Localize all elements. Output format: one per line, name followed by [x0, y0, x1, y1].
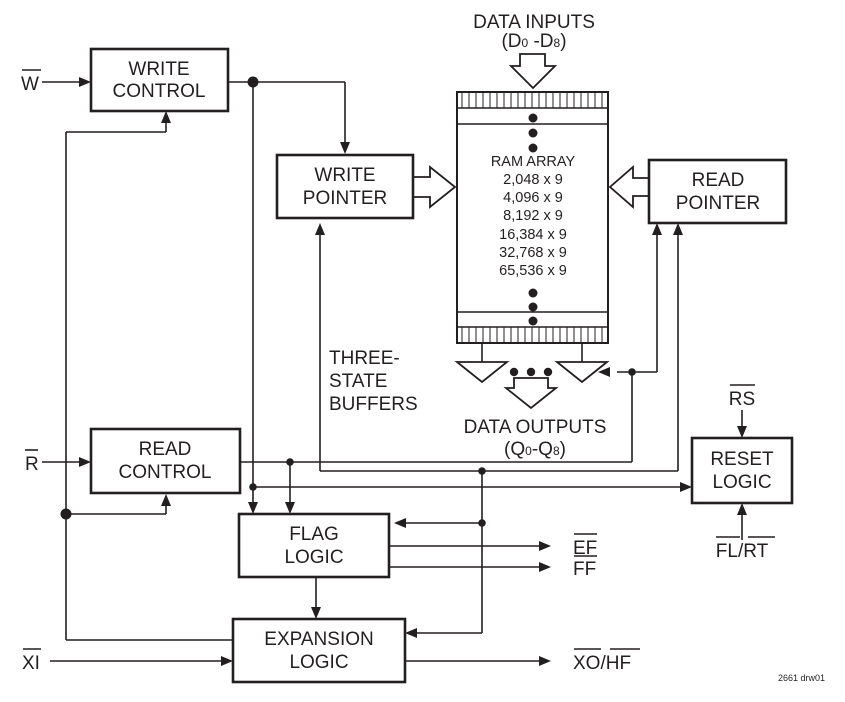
signal-ef: EF — [573, 533, 597, 559]
ram-array-block: RAM ARRAY 2,048 x 9 4,096 x 9 8,192 x 9 … — [456, 91, 609, 344]
flag-logic-label-2: LOGIC — [284, 547, 343, 568]
arrowheads — [79, 77, 747, 666]
bus-arrows — [412, 53, 650, 410]
ram-size-4096: 4,096 x 9 — [503, 190, 563, 206]
data-inputs-open: (D — [501, 31, 521, 52]
signal-ef-label: EF — [573, 538, 597, 559]
data-outputs-range: (Q0-Q8) — [504, 439, 566, 460]
signal-rs: RS — [729, 384, 755, 410]
data-inputs-label: DATA INPUTS (D0 -D8) — [473, 12, 595, 52]
three-state-line-1: THREE- — [329, 348, 400, 369]
data-inputs-mid: -D — [528, 31, 553, 52]
signal-rs-label: RS — [729, 389, 755, 410]
left-three-state-buffer — [454, 361, 510, 384]
data-inputs-sub-end: 8 — [554, 36, 561, 50]
data-outputs-sub-start: 0 — [525, 444, 532, 458]
signal-fl-rt: FL/RT — [716, 536, 775, 562]
write-pointer-label-2: POINTER — [303, 188, 387, 209]
data-inputs-close: ) — [560, 31, 566, 52]
data-input-bus-arrow — [508, 53, 558, 90]
read-pointer-label-2: POINTER — [676, 193, 760, 214]
signal-rt: RT — [743, 541, 768, 562]
data-outputs-close: ) — [560, 439, 566, 460]
signal-ff-label: FF — [573, 559, 596, 580]
expansion-logic-label-1: EXPANSION — [264, 629, 373, 650]
read-pointer-bus-arrow — [608, 165, 650, 209]
connection-lines — [42, 81, 743, 662]
data-output-bus-arrow — [503, 377, 559, 410]
three-state-line-2: STATE — [329, 371, 387, 392]
read-pointer-block: READ POINTER — [647, 158, 788, 225]
reset-logic-label-1: RESET — [710, 449, 774, 470]
signal-xo-hf-sep: / — [600, 653, 606, 674]
ram-bottom-cells — [461, 327, 603, 342]
data-inputs-sub-start: 0 — [522, 36, 529, 50]
flag-logic-label-1: FLAG — [289, 524, 339, 545]
data-outputs-open: (Q — [504, 439, 525, 460]
write-control-block: WRITE CONTROL — [89, 47, 230, 113]
signal-xo-hf: XO/HF — [573, 648, 640, 674]
data-outputs-mid: -Q — [532, 439, 553, 460]
data-outputs-sub-end: 8 — [553, 444, 560, 458]
signal-xi: XI — [22, 648, 41, 674]
flag-logic-block: FLAG LOGIC — [237, 512, 391, 579]
drawing-id: 2661 drw01 — [778, 673, 825, 683]
data-inputs-title: DATA INPUTS — [473, 12, 595, 33]
signal-xo: XO — [573, 653, 600, 674]
expansion-logic-label-2: LOGIC — [289, 652, 348, 673]
reset-logic-label-2: LOGIC — [712, 472, 771, 493]
signal-xo-hf-label: XO/HF — [573, 653, 631, 674]
right-three-state-buffer — [554, 361, 610, 384]
expansion-logic-block: EXPANSION LOGIC — [231, 617, 407, 684]
write-pointer-label-1: WRITE — [314, 165, 375, 186]
write-control-label-1: WRITE — [128, 59, 189, 80]
signal-w-label: W — [21, 74, 39, 95]
read-control-label-2: CONTROL — [119, 462, 212, 483]
ram-size-65536: 65,536 x 9 — [499, 263, 567, 279]
three-state-buffers-label: THREE- STATE BUFFERS — [329, 348, 418, 415]
ram-size-16384: 16,384 x 9 — [499, 227, 567, 243]
data-outputs-title: DATA OUTPUTS — [464, 417, 607, 438]
data-outputs-label: DATA OUTPUTS (Q0-Q8) — [464, 417, 607, 460]
data-inputs-range: (D0 -D8) — [501, 31, 566, 52]
signal-fl: FL — [716, 541, 738, 562]
ram-size-8192: 8,192 x 9 — [503, 208, 563, 224]
read-control-label-1: READ — [139, 439, 192, 460]
ram-size-32768: 32,768 x 9 — [499, 245, 567, 261]
signal-fl-rt-label: FL/RT — [716, 541, 769, 562]
ram-top-cells — [461, 93, 603, 108]
signal-r-label: R — [25, 454, 39, 475]
read-pointer-label-1: READ — [692, 170, 745, 191]
ram-array-title: RAM ARRAY — [491, 154, 576, 170]
signal-hf: HF — [606, 653, 631, 674]
signal-ff: FF — [573, 555, 597, 580]
signal-r: R — [25, 449, 39, 475]
ram-size-2048: 2,048 x 9 — [503, 172, 563, 188]
signal-w: W — [21, 69, 41, 95]
junction-dots — [60, 76, 636, 527]
signal-fl-rt-sep: / — [738, 541, 744, 562]
three-state-line-3: BUFFERS — [329, 394, 418, 415]
read-control-block: READ CONTROL — [89, 427, 242, 495]
write-pointer-bus-arrow — [412, 165, 457, 209]
write-pointer-block: WRITE POINTER — [275, 153, 415, 220]
write-control-label-2: CONTROL — [113, 81, 206, 102]
reset-logic-block: RESET LOGIC — [690, 436, 794, 505]
signal-xi-label: XI — [22, 653, 40, 674]
